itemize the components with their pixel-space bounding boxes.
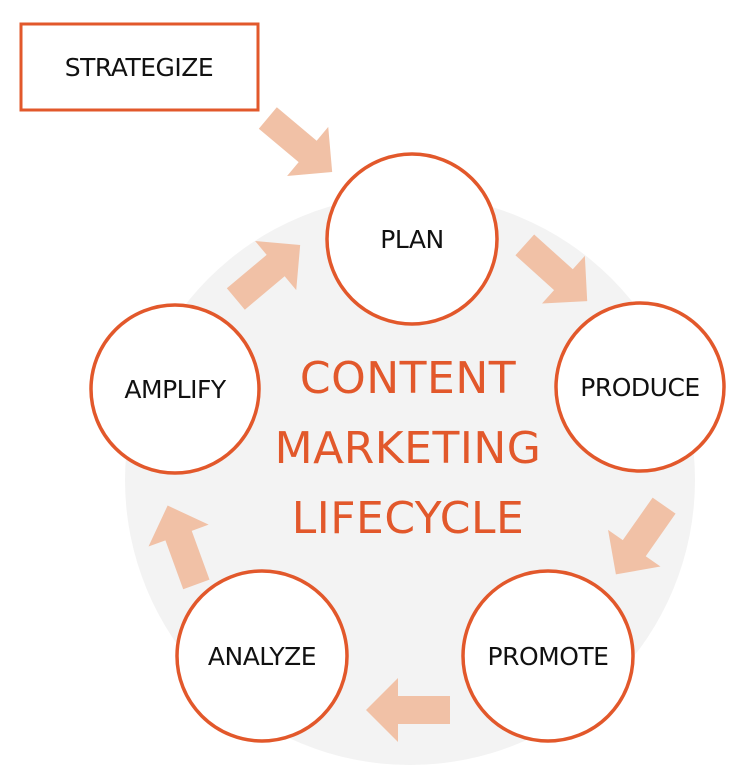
node-produce-circle <box>554 301 726 473</box>
strategize-box <box>19 22 260 112</box>
node-produce: PRODUCE <box>554 301 726 473</box>
center-title: CONTENT MARKETING LIFECYCLE <box>275 353 542 544</box>
node-plan: PLAN <box>325 152 499 326</box>
node-amplify-label: AMPLIFY <box>124 375 226 404</box>
node-plan-label: PLAN <box>380 225 443 254</box>
node-produce-label: PRODUCE <box>580 373 699 402</box>
node-amplify-circle <box>89 303 261 475</box>
arrow-strategize-to-plan <box>247 93 353 197</box>
strategize-label: STRATEGIZE <box>65 53 213 82</box>
node-promote: PROMOTE <box>461 569 635 743</box>
node-analyze-circle <box>175 569 349 743</box>
center-title-line-2: MARKETING <box>275 423 542 474</box>
center-title-line-3: LIFECYCLE <box>292 493 525 544</box>
node-analyze-label: ANALYZE <box>208 642 316 671</box>
node-amplify: AMPLIFY <box>89 303 261 475</box>
node-promote-circle <box>461 569 635 743</box>
node-analyze: ANALYZE <box>175 569 349 743</box>
node-plan-circle <box>325 152 499 326</box>
node-promote-label: PROMOTE <box>488 642 609 671</box>
center-title-line-1: CONTENT <box>300 353 516 404</box>
